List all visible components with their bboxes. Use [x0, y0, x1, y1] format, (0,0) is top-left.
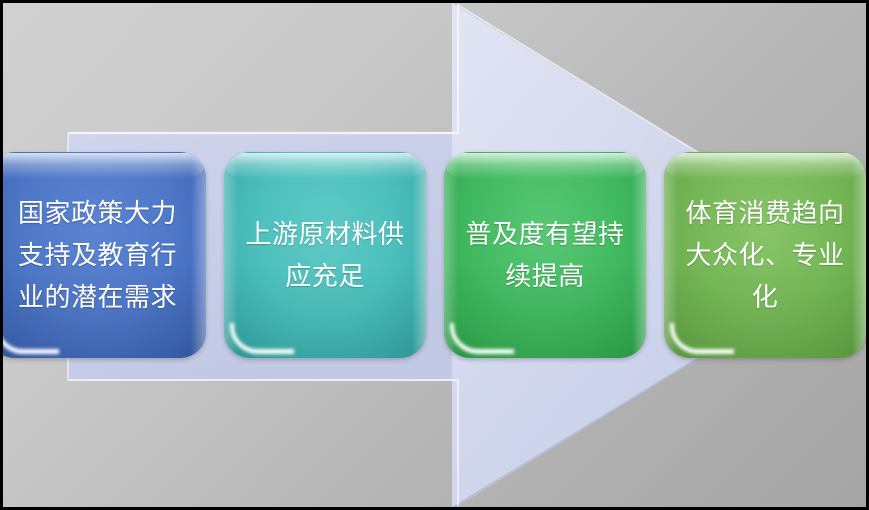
process-step-box-1[interactable]: 国家政策大力 支持及教育行 业的潜在需求 — [3, 152, 206, 358]
process-step-box-2[interactable]: 上游原材料供 应充足 — [224, 152, 426, 358]
process-step-label-2: 上游原材料供 应充足 — [245, 218, 405, 291]
process-step-label-4: 体育消费趋向 大众化、专业 化 — [685, 197, 845, 313]
process-step-label-3: 普及度有望持 续提高 — [465, 218, 625, 291]
process-step-box-3[interactable]: 普及度有望持 续提高 — [444, 152, 646, 358]
process-step-box-4[interactable]: 体育消费趋向 大众化、专业 化 — [664, 152, 866, 358]
process-step-label-1: 国家政策大力 支持及教育行 业的潜在需求 — [17, 197, 177, 313]
diagram-background: 国家政策大力 支持及教育行 业的潜在需求 上游原材料供 应充足 普及度有望持 续… — [3, 3, 866, 507]
